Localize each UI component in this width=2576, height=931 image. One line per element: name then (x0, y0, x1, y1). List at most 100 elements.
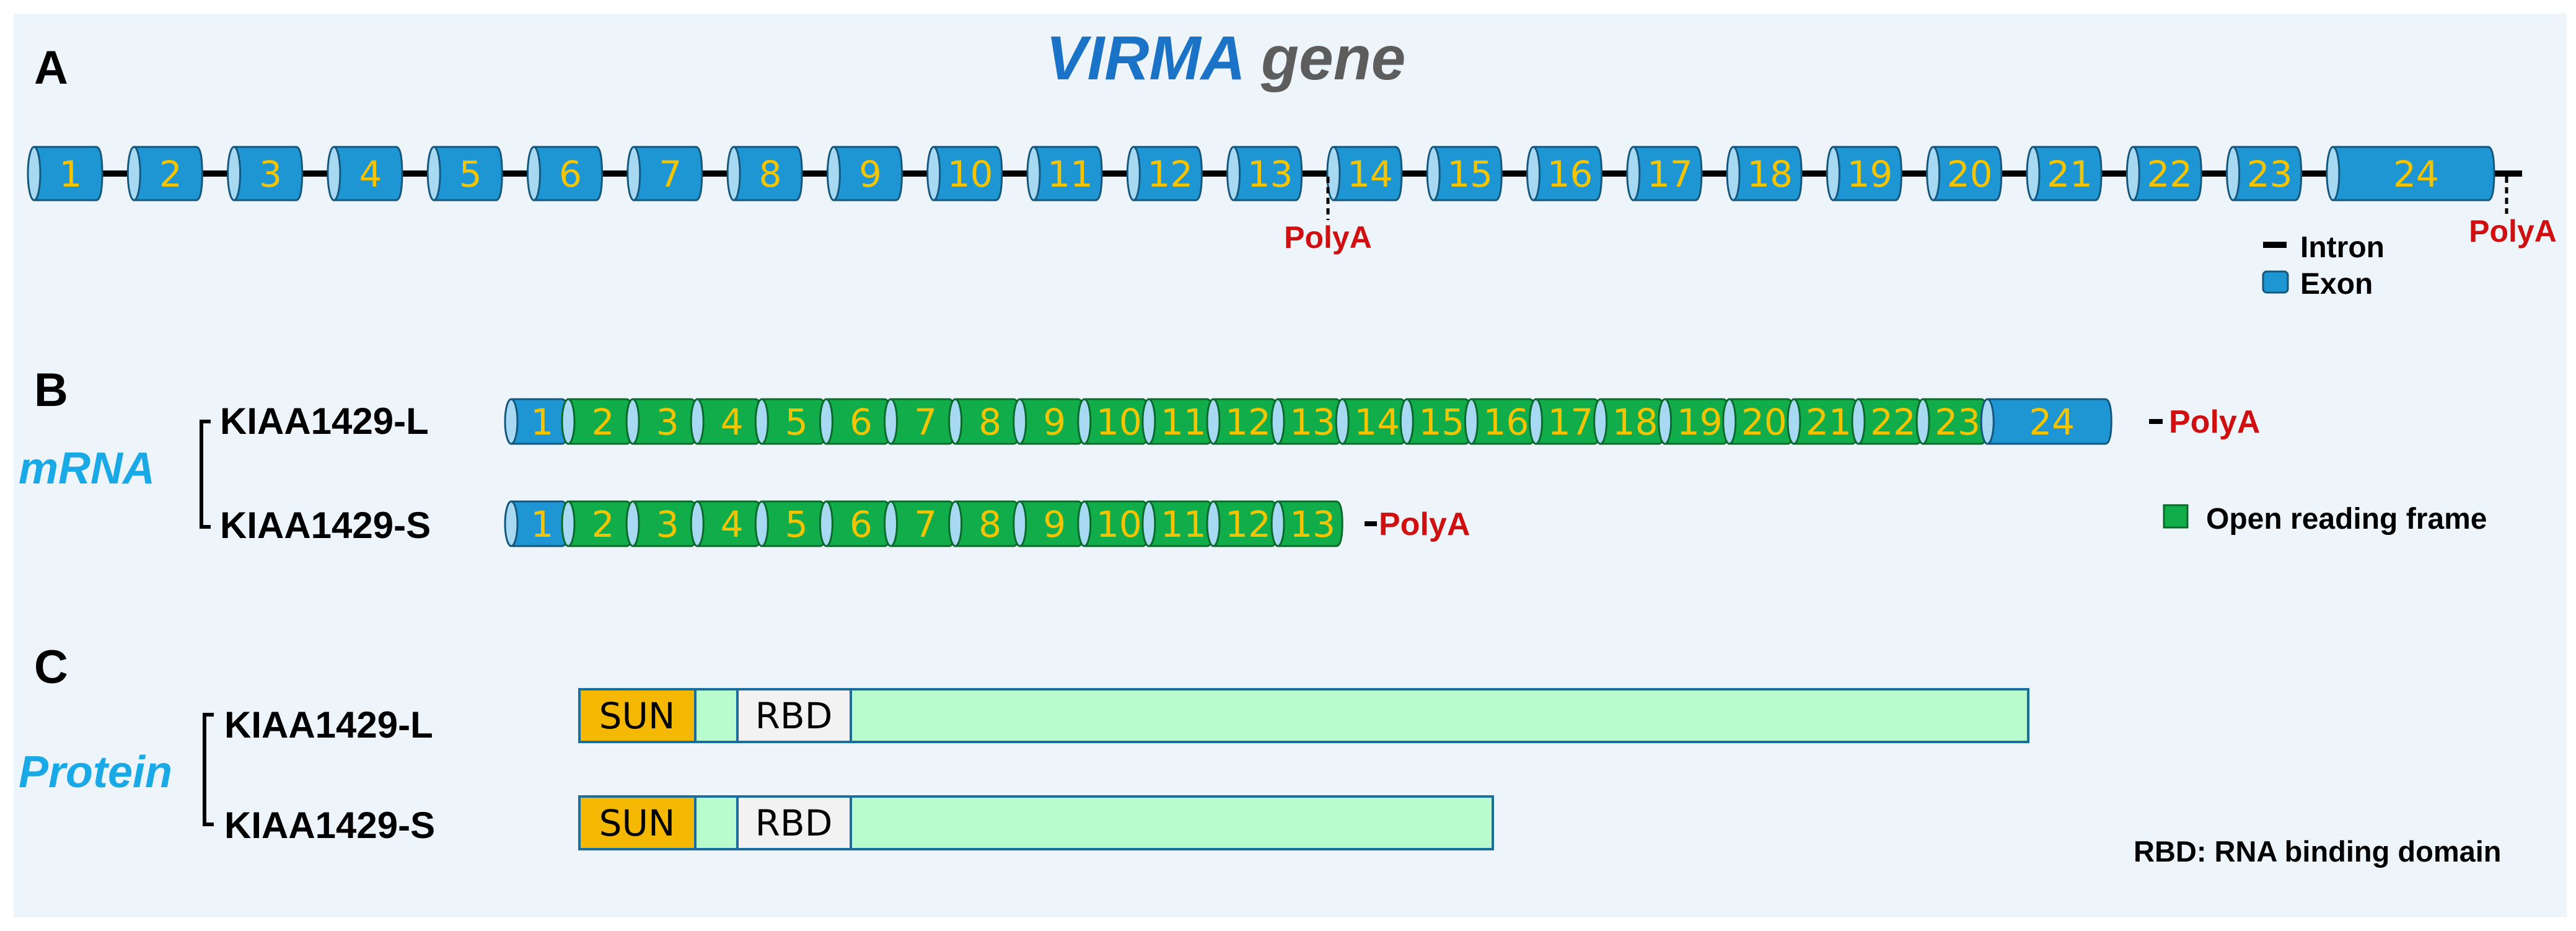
mrna-long-exon-1-cap (504, 398, 519, 445)
gene-exon-11-cap (1026, 146, 1041, 201)
mrna-long-exon-7-number: 7 (914, 401, 937, 443)
gene-exon-7-cap (626, 146, 641, 201)
mrna-long-exon-21: 21 (1787, 398, 1860, 445)
mrna-long-exon-9-number: 9 (1043, 401, 1066, 443)
mrna-short-exon-3-number: 3 (656, 503, 679, 545)
mrna-short-exon-11: 11 (1141, 500, 1215, 547)
mrna-long-exon-3-cap (625, 398, 640, 445)
mrna-long-exon-12-cap (1206, 398, 1221, 445)
mrna-long-exon-5: 5 (754, 398, 827, 445)
title-gene-name: VIRMA (1046, 24, 1246, 93)
gene-exon-19-number: 19 (1847, 153, 1892, 195)
mrna-long-exon-9-cap (1013, 398, 1027, 445)
mrna-short-exon-9: 9 (1013, 500, 1086, 547)
mrna-long-exon-1-number: 1 (531, 401, 554, 443)
gene-exon-18-number: 18 (1747, 153, 1793, 195)
mrna-long-exon-18-cap (1593, 398, 1608, 445)
gene-exon-1-number: 1 (59, 153, 82, 195)
panel-label-a: A (34, 42, 68, 94)
gene-exon-21: 21 (2026, 146, 2103, 201)
mrna-short-polya: PolyA (1379, 506, 1470, 542)
panel-label-c: C (34, 641, 68, 694)
intron-legend-label: Intron (2300, 231, 2385, 264)
mrna-long-exon-13-cap (1270, 398, 1285, 445)
gene-exon-9: 9 (826, 146, 903, 201)
gene-exon-2-number: 2 (159, 153, 182, 195)
mrna-long-exon-17: 17 (1529, 398, 1602, 445)
gene-exon-13: 13 (1226, 146, 1303, 201)
gene-exon-24-cap (2326, 146, 2341, 201)
mrna-short-exon-10-cap (1077, 500, 1092, 547)
mrna-long-exon-10-number: 10 (1096, 401, 1142, 443)
gene-exon-16: 16 (1526, 146, 1603, 201)
mrna-short-exon-13-number: 13 (1290, 503, 1335, 545)
mrna-long-exon-17-number: 17 (1548, 401, 1594, 443)
gene-exon-12-number: 12 (1147, 153, 1193, 195)
mrna-short-exon-1-cap (504, 500, 519, 547)
mrna-long-exon-12-number: 12 (1225, 401, 1271, 443)
gene-exon-10-number: 10 (947, 153, 993, 195)
gene-exon-12-body (1132, 146, 1203, 201)
gene-exon-4-body (333, 146, 403, 201)
mrna-long-exon-24-number: 24 (2029, 401, 2075, 443)
gene-exon-2-body (133, 146, 203, 201)
mrna-long-exon-8: 8 (948, 398, 1021, 445)
gene-exon-1: 1 (27, 146, 103, 201)
gene-exon-9-body (832, 146, 903, 201)
mrna-short-exon-8-number: 8 (978, 503, 1001, 545)
mrna-short-exon-8: 8 (948, 500, 1021, 547)
mrna-short-exon-11-number: 11 (1161, 503, 1207, 545)
mrna-short-exon-5: 5 (754, 500, 827, 547)
protein-bracket (203, 713, 214, 826)
rbd-footnote: RBD: RNA binding domain (2134, 835, 2502, 868)
mrna-long-exon-16-cap (1464, 398, 1479, 445)
mrna-short-exon-11-cap (1141, 500, 1156, 547)
mrna-long-exon-6-cap (819, 398, 833, 445)
gene-exon-5-cap (426, 146, 441, 201)
gene-exon-4: 4 (327, 146, 403, 201)
mrna-long-exon-22-cap (1851, 398, 1866, 445)
protein-side-label: Protein (19, 748, 172, 797)
gene-exon-16-body (1532, 146, 1603, 201)
gene-exon-16-number: 16 (1547, 153, 1593, 195)
protein-short-sun-label: SUN (599, 802, 675, 844)
gene-exon-10: 10 (926, 146, 1003, 201)
mrna-long-exon-8-number: 8 (978, 401, 1001, 443)
mrna-long-exon-20-number: 20 (1741, 401, 1787, 443)
mrna-short-exon-4-number: 4 (721, 503, 744, 545)
gene-exon-8-cap (726, 146, 741, 201)
gene-exon-24-number: 24 (2393, 153, 2439, 195)
gene-exon-7-body (633, 146, 703, 201)
mrna-short-exon-4-cap (690, 500, 705, 547)
mrna-short-exon-10-number: 10 (1096, 503, 1142, 545)
protein-long-label: KIAA1429-L (224, 704, 433, 746)
protein-long-rbd-label: RBD (755, 695, 833, 737)
protein-long-rbd-domain (736, 688, 852, 743)
gene-exon-11-body (1032, 146, 1103, 201)
mrna-long-exon-22: 22 (1851, 398, 1924, 445)
gene-exon-12-cap (1126, 146, 1141, 201)
gene-exon-3-cap (227, 146, 242, 201)
protein-short-label: KIAA1429-S (224, 805, 435, 846)
mrna-long-exon-18-number: 18 (1612, 401, 1658, 443)
gene-legend: Intron Exon (2262, 231, 2385, 301)
gene-exon-22-number: 22 (2147, 153, 2192, 195)
gene-exon-20-cap (1926, 146, 1941, 201)
mrna-short-exon-2: 2 (561, 500, 634, 547)
gene-exon-18: 18 (1726, 146, 1803, 201)
gene-exon-14-number: 14 (1347, 153, 1393, 195)
protein-long-bar: SUN RBD (578, 688, 2029, 743)
mrna-short-exon-4: 4 (690, 500, 763, 547)
mrna-short-exon-13-cap (1270, 500, 1285, 547)
mrna-long-exon-5-number: 5 (785, 401, 808, 443)
gene-exon-14: 14 (1326, 146, 1403, 201)
mrna-long-exon-15-cap (1399, 398, 1414, 445)
mrna-long-exon-20-cap (1722, 398, 1737, 445)
orf-legend-swatch (2163, 504, 2189, 529)
mrna-long-label: KIAA1429-L (220, 400, 429, 442)
mrna-short-exon-8-cap (948, 500, 963, 547)
gene-exon-19: 19 (1826, 146, 1902, 201)
gene-exon-22-cap (2125, 146, 2140, 201)
